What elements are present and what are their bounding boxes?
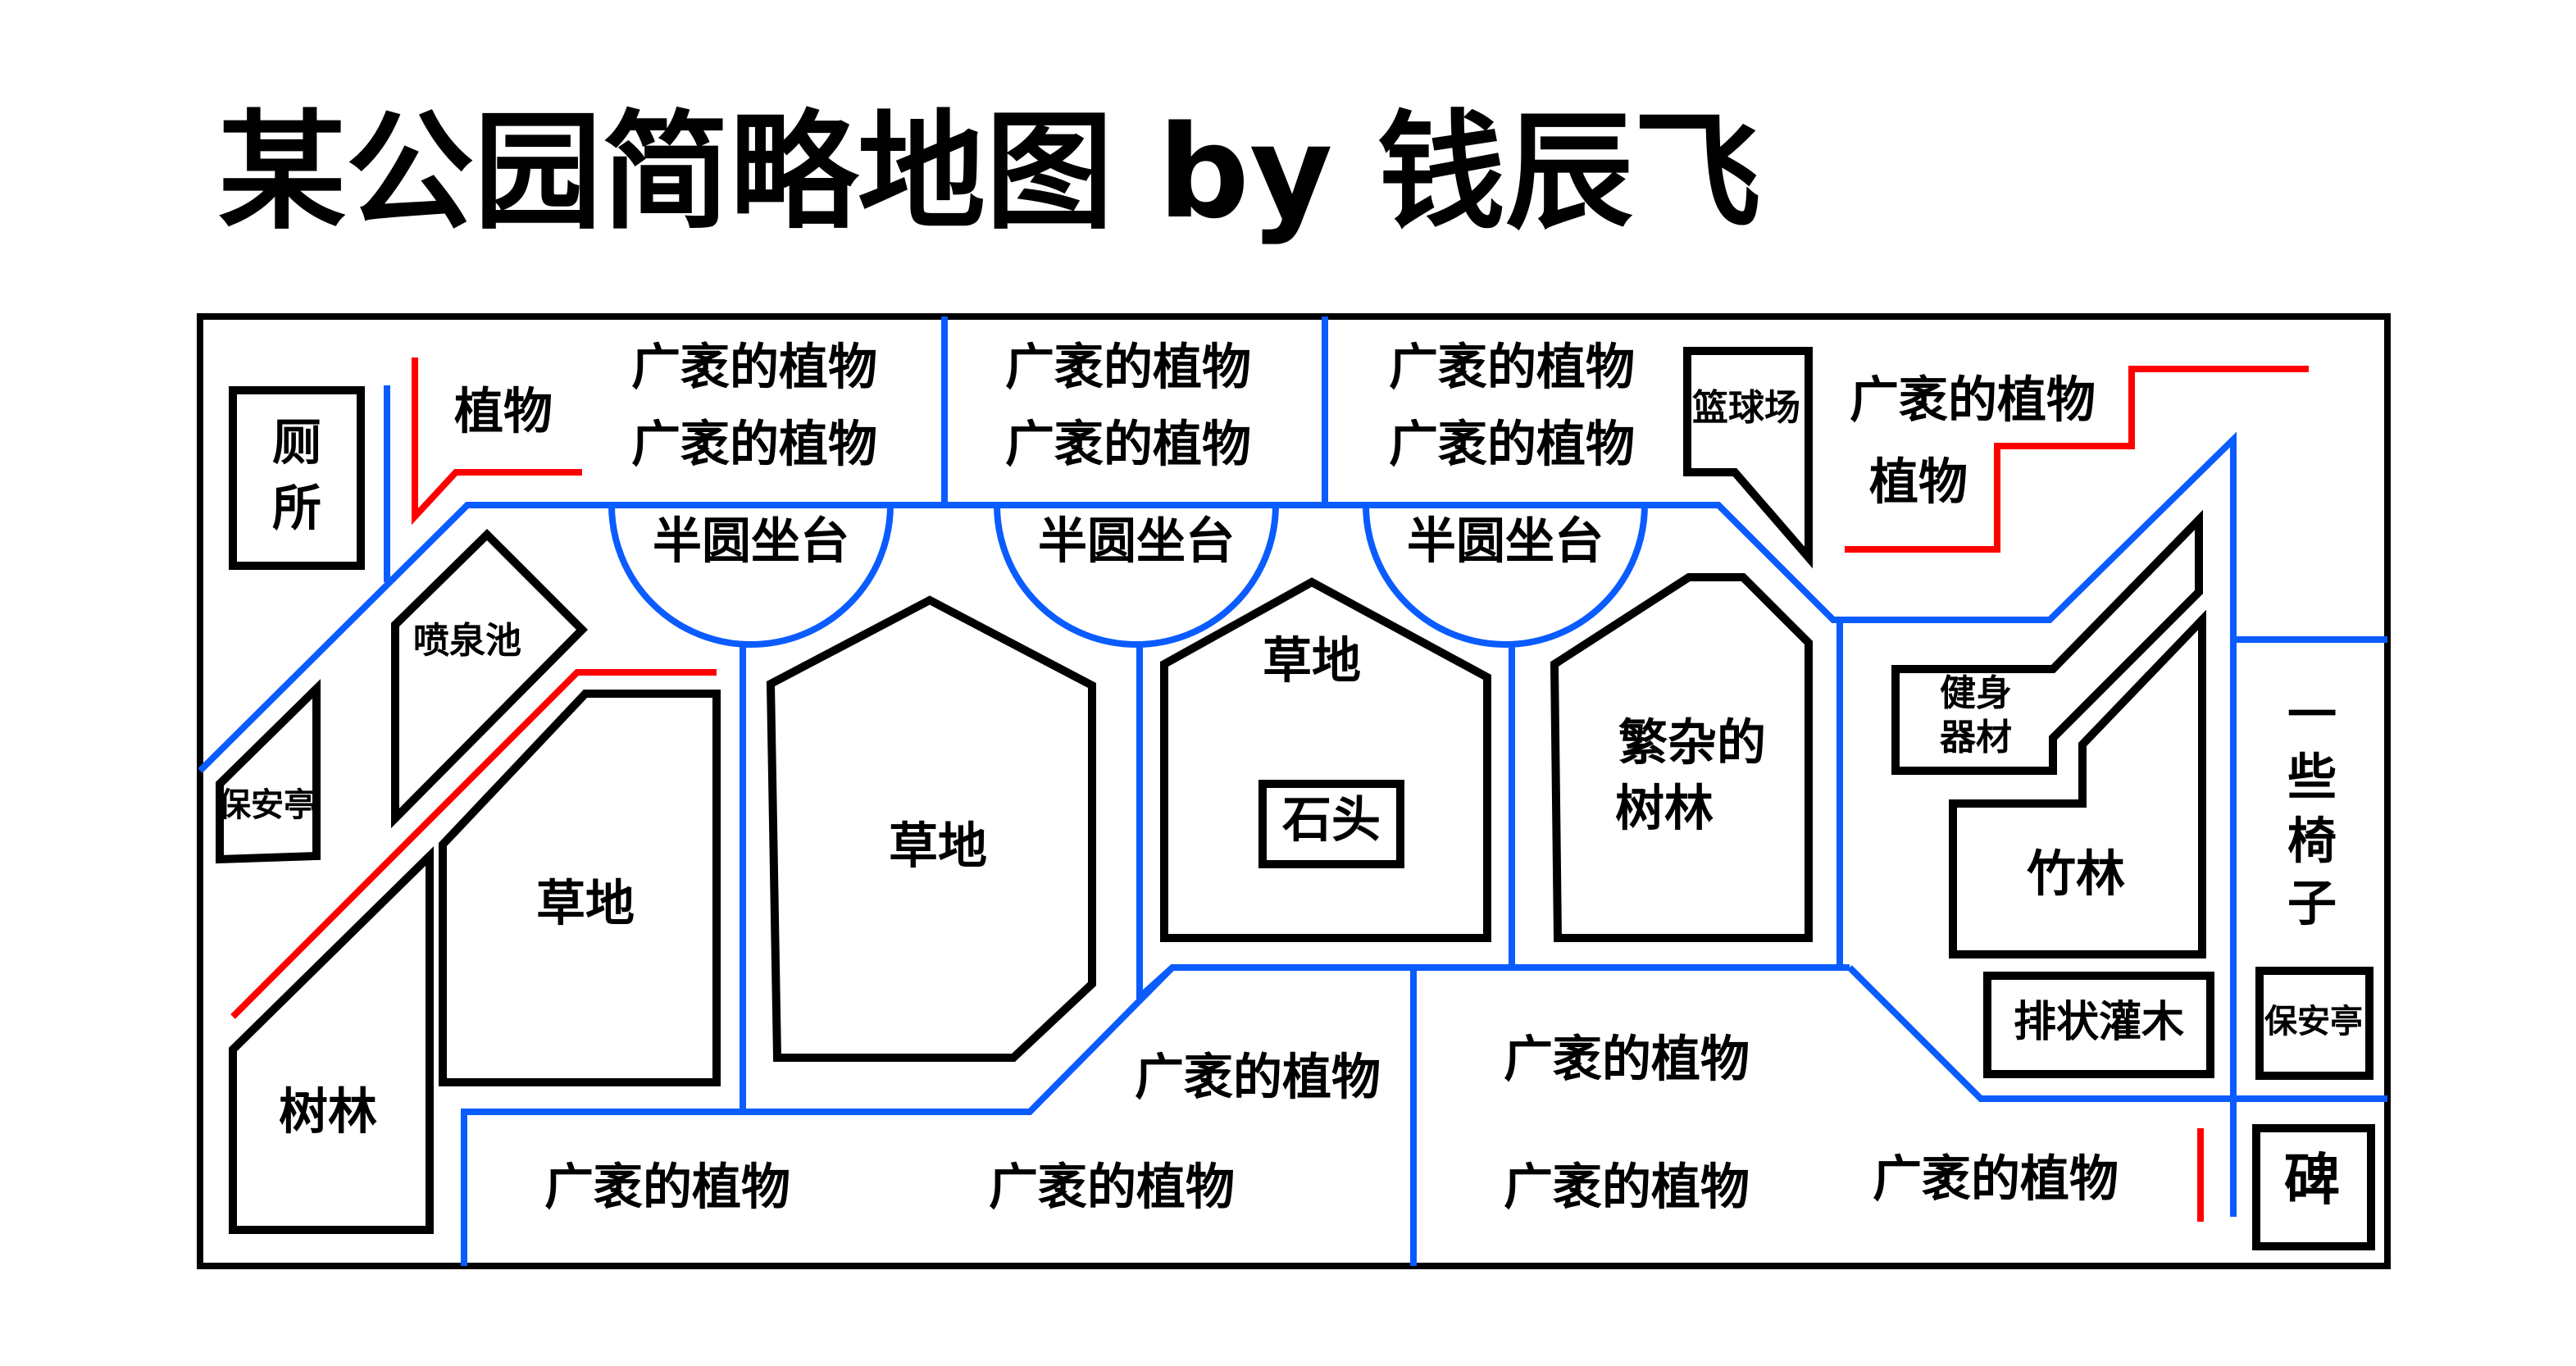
label-vast-plants: 广袤的植物 — [1005, 339, 1251, 397]
label-chairs: 子 — [2287, 876, 2337, 933]
basketball-area — [1683, 347, 1813, 569]
path-v2 — [1136, 644, 1850, 1004]
label-toilet: 所 — [272, 480, 321, 538]
label-lawn: 草地 — [889, 818, 987, 876]
label-fitness: 器材 — [1940, 717, 2012, 758]
label-vast-plants: 广袤的植物 — [1850, 372, 2096, 430]
wall-1 — [412, 357, 582, 526]
label-lawn: 草地 — [1263, 633, 1361, 690]
walls — [230, 357, 2309, 1222]
label-lawn: 草地 — [536, 876, 635, 933]
label-vast-plants: 广袤的植物 — [1389, 339, 1635, 397]
label-plants: 植物 — [1869, 454, 1968, 512]
fitness-area — [1891, 509, 2203, 775]
label-toilet: 厕 — [272, 415, 321, 472]
label-half-circle-seat: 半圆坐台 — [1407, 513, 1604, 571]
label-chairs: 一 — [2287, 687, 2337, 744]
label-vast-plants: 广袤的植物 — [1504, 1159, 1750, 1217]
semicircle-1 — [608, 504, 894, 648]
label-plants: 植物 — [454, 384, 553, 441]
label-vast-plants: 广袤的植物 — [1873, 1151, 2119, 1209]
map-title: 某公园简略地图 by 钱辰飞 — [218, 98, 1761, 247]
label-vast-plants: 广袤的植物 — [631, 417, 877, 474]
label-fountain: 喷泉池 — [413, 620, 521, 662]
main-path — [198, 431, 2237, 1217]
label-stone: 石头 — [1282, 792, 1381, 849]
label-dense-woods: 树林 — [1615, 781, 1714, 838]
label-security-right: 保安亭 — [2264, 1003, 2363, 1040]
label-woods: 树林 — [279, 1084, 377, 1141]
label-half-circle-seat: 半圆坐台 — [653, 513, 849, 571]
label-vast-plants: 广袤的植物 — [1005, 417, 1251, 474]
park-boundary — [197, 313, 2391, 1269]
lawn-left-area — [439, 690, 721, 1086]
lawn-center-area — [766, 595, 1096, 1062]
label-security-left: 保安亭 — [218, 786, 316, 824]
label-chairs: 椅 — [2287, 813, 2337, 871]
security-right-area — [2255, 967, 2373, 1080]
label-half-circle-seat: 半圆坐台 — [1038, 513, 1235, 571]
labels: 植物 广袤的植物 广袤的植物 广袤的植物 广袤的植物 广袤的植物 广袤的植物 广… — [218, 339, 2363, 1217]
label-vast-plants: 广袤的植物 — [989, 1159, 1235, 1217]
label-fitness: 健身 — [1940, 672, 2012, 714]
wall-2 — [230, 669, 717, 1019]
woods-area — [229, 846, 434, 1234]
wall-3 — [1845, 366, 2309, 553]
path-southeast — [1847, 965, 2387, 1102]
walkways — [198, 316, 2387, 1266]
areas — [216, 347, 2375, 1250]
label-basketball-court: 篮球场 — [1692, 387, 1800, 429]
label-bamboo: 竹林 — [2027, 846, 2125, 904]
label-vast-plants: 广袤的植物 — [1135, 1050, 1381, 1107]
label-dense-woods: 繁杂的 — [1618, 715, 1766, 772]
security-left-area — [216, 679, 321, 864]
semicircle-3 — [1363, 504, 1648, 648]
shrubs-area — [1983, 972, 2214, 1078]
dense-woods-area — [1550, 573, 1813, 942]
label-vast-plants: 广袤的植物 — [1389, 417, 1635, 474]
stone-area — [1258, 780, 1404, 868]
fountain-area — [391, 528, 589, 829]
label-shrubs: 排状灌木 — [2014, 998, 2184, 1047]
label-vast-plants: 广袤的植物 — [631, 339, 877, 397]
lawn-stone-area — [1160, 577, 1491, 942]
label-chairs: 些 — [2287, 749, 2337, 807]
label-vast-plants: 广袤的植物 — [1504, 1031, 1750, 1089]
bamboo-area — [1949, 609, 2206, 958]
label-vast-plants: 广袤的植物 — [544, 1159, 790, 1217]
path-south — [461, 965, 1175, 1266]
label-monument: 碑 — [2284, 1149, 2340, 1213]
toilet-area — [229, 386, 365, 570]
monument-area — [2252, 1124, 2375, 1250]
